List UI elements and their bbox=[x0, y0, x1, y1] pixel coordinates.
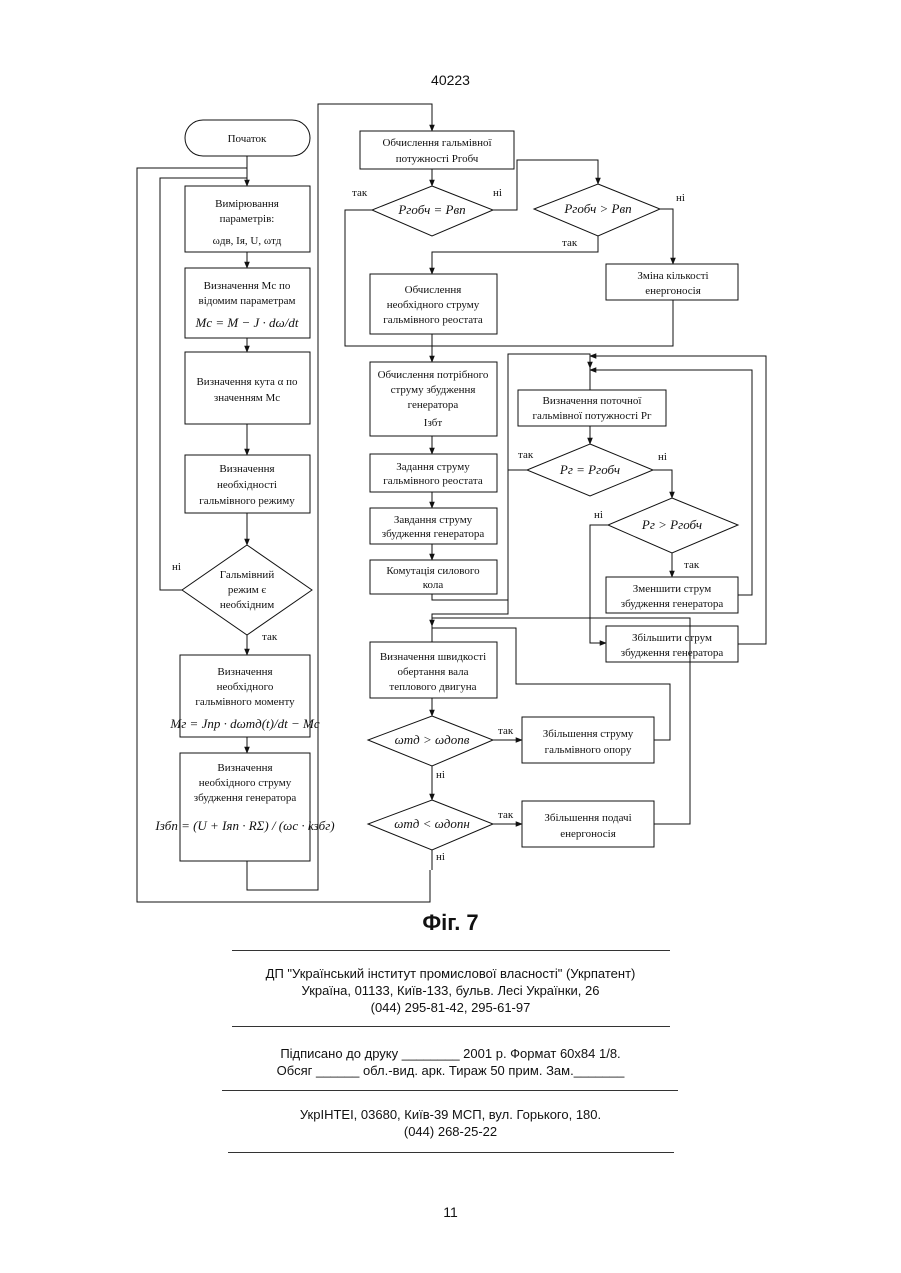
svg-text:значенням Мс: значенням Мс bbox=[214, 392, 280, 404]
svg-text:Гальмівний: Гальмівний bbox=[220, 569, 275, 581]
svg-text:енергоносія: енергоносія bbox=[645, 285, 701, 297]
svg-text:ні: ні bbox=[436, 851, 445, 863]
svg-text:так: так bbox=[352, 187, 368, 199]
svg-text:Визначення: Визначення bbox=[219, 463, 274, 475]
publisher-line-1: ДП "Український інститут промислової вла… bbox=[0, 965, 901, 982]
publisher-block: ДП "Український інститут промислової вла… bbox=[0, 965, 901, 1016]
svg-text:Визначення: Визначення bbox=[217, 762, 272, 774]
printer-line-2: (044) 268-25-22 bbox=[0, 1123, 901, 1140]
svg-text:так: так bbox=[498, 725, 514, 737]
svg-text:гальмівної потужності Pг: гальмівної потужності Pг bbox=[532, 410, 652, 422]
svg-text:генератора: генератора bbox=[408, 399, 459, 411]
svg-text:збудження генератора: збудження генератора bbox=[621, 598, 724, 610]
start-label: Початок bbox=[228, 133, 267, 145]
svg-text:Збільшити струм: Збільшити струм bbox=[632, 632, 712, 644]
svg-text:Обчислення гальмівної: Обчислення гальмівної bbox=[382, 137, 492, 149]
divider bbox=[232, 950, 670, 951]
printer-block: УкрІНТЕІ, 03680, Київ-39 МСП, вул. Горьк… bbox=[0, 1106, 901, 1140]
svg-text:Pгобч > Pвп: Pгобч > Pвп bbox=[563, 201, 631, 216]
svg-text:необхідним: необхідним bbox=[220, 599, 274, 611]
svg-text:потужності Pгобч: потужності Pгобч bbox=[396, 153, 479, 165]
figure-caption: Фіг. 7 bbox=[0, 910, 901, 936]
svg-text:ні: ні bbox=[493, 187, 502, 199]
svg-text:збудження генератора: збудження генератора bbox=[382, 528, 485, 540]
page-number: 11 bbox=[0, 1204, 901, 1220]
svg-text:ні: ні bbox=[594, 509, 603, 521]
svg-text:Визначення: Визначення bbox=[217, 666, 272, 678]
svg-text:Визначення Мс по: Визначення Мс по bbox=[204, 280, 291, 292]
svg-text:ωтд < ωдопн: ωтд < ωдопн bbox=[394, 816, 470, 831]
printer-line-1: УкрІНТЕІ, 03680, Київ-39 МСП, вул. Горьк… bbox=[0, 1106, 901, 1123]
svg-text:параметрів:: параметрів: bbox=[220, 213, 275, 225]
svg-text:збудження генератора: збудження генератора bbox=[621, 647, 724, 659]
svg-text:Визначення кута α по: Визначення кута α по bbox=[196, 376, 298, 388]
svg-text:гальмівного реостата: гальмівного реостата bbox=[383, 475, 483, 487]
svg-text:Mг = Jпр · dωтд(t)/dt − Mc: Mг = Jпр · dωтд(t)/dt − Mc bbox=[169, 716, 319, 731]
svg-text:Комутація силового: Комутація силового bbox=[386, 565, 480, 577]
divider bbox=[222, 1090, 678, 1091]
svg-text:гальмівного опору: гальмівного опору bbox=[545, 744, 632, 756]
svg-text:струму збудження: струму збудження bbox=[391, 384, 476, 396]
svg-text:ні: ні bbox=[172, 561, 181, 573]
svg-text:Iзбп = (U + Iяп · RΣ) / (ωc ·: Iзбп = (U + Iяп · RΣ) / (ωc · kзбг) bbox=[154, 818, 334, 833]
svg-text:кола: кола bbox=[423, 579, 444, 591]
svg-text:необхідного струму: необхідного струму bbox=[199, 777, 292, 789]
print-info-line-2: Обсяг ______ обл.-вид. арк. Тираж 50 при… bbox=[0, 1062, 901, 1079]
svg-text:так: так bbox=[498, 809, 514, 821]
svg-text:необхідності: необхідності bbox=[217, 479, 277, 491]
svg-text:Вимірювання: Вимірювання bbox=[215, 198, 279, 210]
svg-text:Збільшення подачі: Збільшення подачі bbox=[544, 812, 631, 824]
svg-text:Визначення поточної: Визначення поточної bbox=[543, 395, 643, 407]
alpha-box bbox=[185, 352, 310, 424]
svg-text:Зменшити струм: Зменшити струм bbox=[633, 583, 712, 595]
svg-text:так: так bbox=[684, 559, 700, 571]
svg-text:режим є: режим є bbox=[228, 584, 267, 596]
flowchart: Початок Вимірювання параметрів: ωдв, Iя,… bbox=[0, 0, 901, 905]
increase-resistance-box bbox=[522, 717, 654, 763]
svg-text:ні: ні bbox=[436, 769, 445, 781]
svg-text:Зміна кількості: Зміна кількості bbox=[637, 270, 708, 282]
svg-text:Iзбт: Iзбт bbox=[424, 417, 443, 429]
svg-text:Завдання струму: Завдання струму bbox=[394, 514, 473, 526]
divider bbox=[228, 1152, 674, 1153]
svg-text:Збільшення струму: Збільшення струму bbox=[543, 728, 634, 740]
svg-text:гальмівного реостата: гальмівного реостата bbox=[383, 314, 483, 326]
divider bbox=[232, 1026, 670, 1027]
svg-text:збудження генератора: збудження генератора bbox=[194, 792, 297, 804]
print-info-block: Підписано до друку ________ 2001 р. Форм… bbox=[0, 1045, 901, 1079]
svg-text:ні: ні bbox=[658, 451, 667, 463]
svg-text:обертання вала: обертання вала bbox=[398, 666, 469, 678]
svg-text:Задання струму: Задання струму bbox=[396, 461, 470, 473]
svg-text:ωтд > ωдопв: ωтд > ωдопв bbox=[395, 732, 470, 747]
publisher-line-3: (044) 295-81-42, 295-61-97 bbox=[0, 999, 901, 1016]
svg-text:так: так bbox=[518, 449, 534, 461]
increase-supply-box bbox=[522, 801, 654, 847]
svg-text:теплового двигуна: теплового двигуна bbox=[389, 681, 476, 693]
svg-text:необхідного: необхідного bbox=[217, 681, 274, 693]
publisher-line-2: Україна, 01133, Київ-133, бульв. Лесі Ук… bbox=[0, 982, 901, 999]
svg-text:Mc = M − J · dω/dt: Mc = M − J · dω/dt bbox=[195, 315, 299, 330]
svg-text:енергоносія: енергоносія bbox=[560, 828, 616, 840]
print-info-line-1: Підписано до друку ________ 2001 р. Форм… bbox=[0, 1045, 901, 1062]
svg-text:так: так bbox=[562, 237, 578, 249]
svg-text:відомим параметрам: відомим параметрам bbox=[199, 295, 296, 307]
svg-text:Pгобч = Pвп: Pгобч = Pвп bbox=[397, 202, 465, 217]
svg-text:Обчислення: Обчислення bbox=[405, 284, 462, 296]
svg-text:так: так bbox=[262, 631, 278, 643]
svg-text:Визначення швидкості: Визначення швидкості bbox=[380, 651, 486, 663]
svg-text:ωдв, Iя, U, ωтд: ωдв, Iя, U, ωтд bbox=[213, 235, 282, 247]
svg-text:ні: ні bbox=[676, 192, 685, 204]
svg-text:необхідного струму: необхідного струму bbox=[387, 299, 480, 311]
svg-text:Pг > Pгобч: Pг > Pгобч bbox=[641, 517, 702, 532]
svg-text:гальмівного моменту: гальмівного моменту bbox=[195, 696, 295, 708]
svg-text:Обчислення потрібного: Обчислення потрібного bbox=[378, 369, 489, 381]
svg-text:Pг = Pгобч: Pг = Pгобч bbox=[559, 462, 620, 477]
svg-text:гальмівного режиму: гальмівного режиму bbox=[199, 495, 295, 507]
